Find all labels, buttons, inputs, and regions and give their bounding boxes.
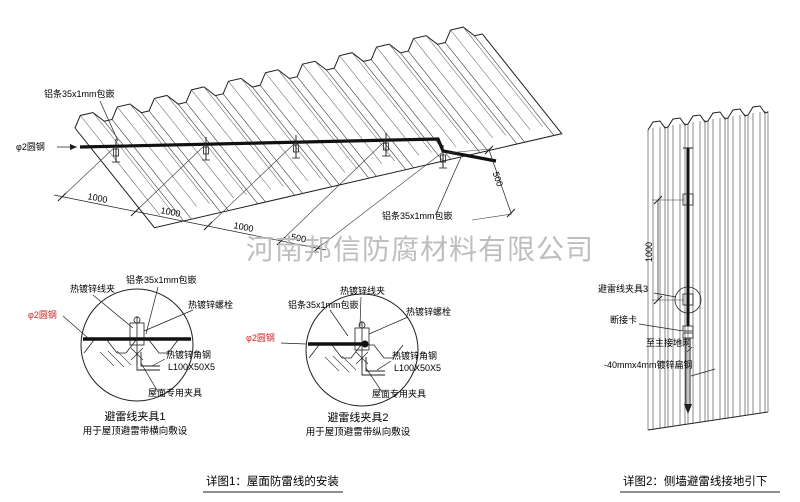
label-disconnect: 断接卡 [610,314,637,325]
strip-label: 铝条35x1mm包嵌 [382,210,453,221]
hatching [99,350,132,368]
roof-dimension-chain: 1000 1000 1000 500 [53,139,444,253]
detail1-title: 避雷线夹具1 [104,409,165,423]
label-round-steel: φ2圆钢 [28,309,57,320]
wall-elevation-view: 1000 避雷线夹具3 断接卡 至主接地网 -40mmx4mm镀锌扁钢 [598,105,769,431]
wire-end-dot [361,340,369,348]
leader-lines [62,286,194,393]
label-wire-clamp: 热镀锌线夹 [70,283,115,294]
corrugation-profile [83,339,179,354]
leader-lines [638,292,716,377]
label-angle-spec: L100X50X5 [168,362,215,372]
label-bolt: 热镀锌螺栓 [188,299,233,310]
label-clamp3: 避雷线夹具3 [598,283,648,294]
roof-dimension-right: 500 [446,145,516,221]
label-angle-steel: 热镀锌角钢 [392,350,437,361]
caption-text: 详图1：屋面防雷线的安装 [206,474,339,488]
corrugation-profile [308,344,404,359]
angle-steel [361,357,385,376]
wall-bottom-edge [647,411,769,431]
detail2-subtitle: 用于屋顶避雷带纵向敷设 [306,426,411,438]
wall-corrugation-lines [647,111,769,430]
angle-steel [136,352,160,371]
label-angle-spec: L100X50X5 [394,363,441,373]
label-fixture: 屋面专用夹具 [148,387,202,398]
leader-arrowhead [70,144,77,150]
detail-circle-outline [305,293,419,407]
label-round-steel: φ2圆钢 [246,332,275,343]
watermark: 河南邦信防腐材料有限公司 [246,234,594,265]
label-wire-clamp: 热镀锌线夹 [340,285,385,296]
dimension-ticks [484,145,516,218]
roof-corrugation-profile-edge [74,26,483,129]
dimension-label: 1000 [233,220,255,234]
hatching [324,355,357,373]
caption-detail2: 详图2：侧墙避雷线接地引下 [620,474,780,493]
disconnect-link-symbol [682,325,694,339]
leader-lines [280,296,409,393]
dimension-line [488,149,512,214]
dimension-label: 1000 [644,242,654,262]
roof-panel-edges [74,33,563,229]
roof-round-steel-label: φ2圆钢 [16,141,77,152]
lightning-wire [79,137,497,163]
roof-isometric-view: 1000 1000 1000 500 500 铝条35x1mm包嵌 铝条35x1… [16,26,563,253]
dimension-label: 500 [491,170,505,187]
leader-line [99,100,119,142]
detail2-title: 避雷线夹具2 [327,410,388,424]
detail-circle-2: 铝条35x1mm包嵌 热镀锌线夹 热镀锌螺栓 φ2圆钢 热镀锌角钢 L100X5… [246,285,451,438]
detail1-subtitle: 用于屋顶避雷带横向敷设 [83,425,188,437]
roof-corrugation-valley-lines [103,35,555,222]
label-bolt: 热镀锌螺栓 [406,306,451,317]
caption-text: 详图2：侧墙避雷线接地引下 [623,474,767,488]
leader-line [435,156,462,215]
dimension-label: 500 [290,232,307,245]
label-fixture: 屋面专用夹具 [372,388,426,399]
dimension-label: 1000 [87,191,109,205]
label-strip: 铝条35x1mm包嵌 [126,274,197,285]
label-flat-steel: -40mmx4mm镀锌扁钢 [604,359,693,370]
roof-wire-clamp [438,144,448,169]
roof-wire-clamp [111,138,121,163]
detail-circle-1: 热镀锌线夹 铝条35x1mm包嵌 热镀锌螺栓 φ2圆钢 热镀锌角钢 L100X5… [28,274,233,437]
wall-clamp [682,193,694,206]
roof-corrugation-ridge-lines [80,26,543,216]
caption-detail1: 详图1：屋面防雷线的安装 [203,474,343,493]
dimension-extension-lines [446,148,513,221]
detail-circle-outline [80,288,194,402]
round-steel-label: φ2圆钢 [16,141,45,152]
label-to-ground: 至主接地网 [646,337,691,348]
strip-label: 铝条35x1mm包嵌 [44,88,115,99]
roof-strip-label-top: 铝条35x1mm包嵌 [44,88,119,142]
ground-arrowhead [684,404,692,414]
dimension-extension-lines [61,139,444,249]
dimension-ticks [57,192,323,253]
label-strip: 铝条35x1mm包嵌 [288,299,359,310]
roof-strip-label-right: 铝条35x1mm包嵌 [382,156,462,221]
wall-dimension: 1000 [644,195,684,305]
label-angle-steel: 热镀锌角钢 [166,349,211,360]
wall-clamp [682,293,694,306]
dimension-ticks [653,195,663,305]
dimension-label: 1000 [160,205,182,219]
